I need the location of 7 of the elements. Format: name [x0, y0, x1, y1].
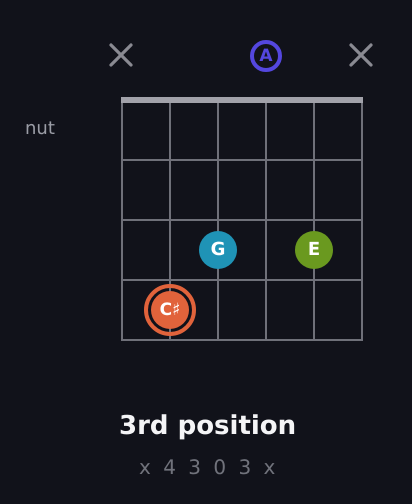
position-title: 3rd position [119, 411, 296, 442]
open-string-marker: A [250, 40, 282, 72]
ringed-note-dot: C♯ [144, 284, 196, 336]
fingering-text: x 4 3 0 3 x [139, 455, 278, 479]
note-dot: E [295, 231, 333, 269]
note-dot: G [199, 231, 237, 269]
nut-label: nut [25, 118, 55, 140]
